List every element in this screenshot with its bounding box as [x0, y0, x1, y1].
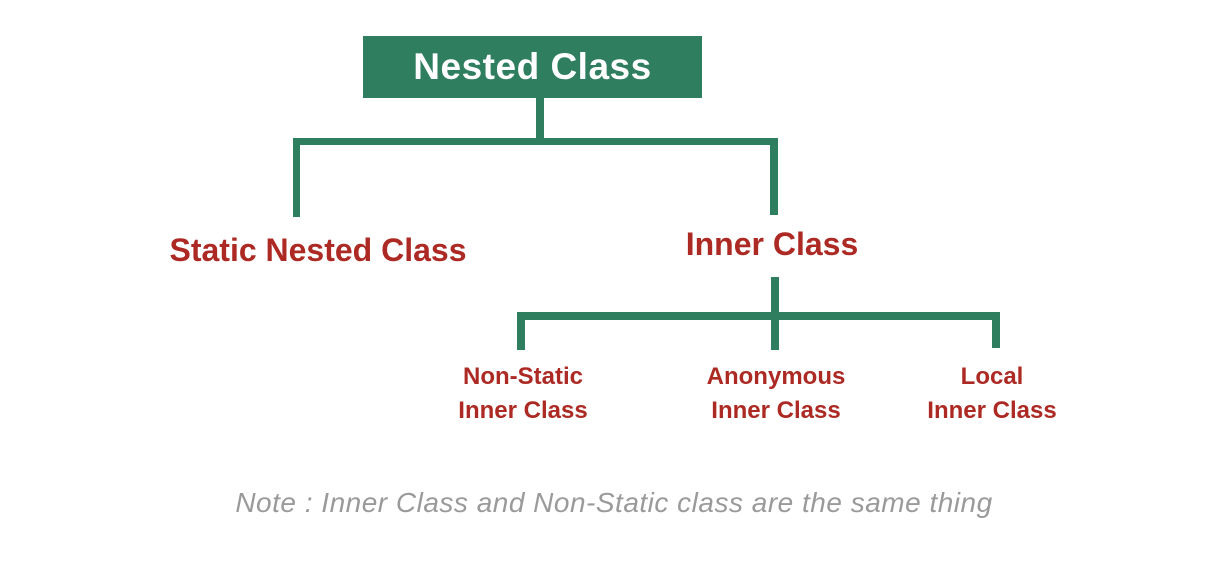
leaf-label-line2: Inner Class [458, 397, 588, 424]
connector-drop-non-static-inner [517, 312, 525, 350]
node-inner-class: Inner Class [685, 226, 859, 262]
node-static-nested-class: Static Nested Class [169, 232, 467, 268]
leaf-label-line1: Non-Static [463, 363, 583, 390]
leaf-label-line1: Local [960, 363, 1024, 390]
connector-level1-horizontal [293, 138, 778, 145]
connector-level2-horizontal [517, 312, 1000, 320]
connector-drop-inner-class [770, 138, 778, 215]
note-text: Note : Inner Class and Non-Static class … [235, 487, 993, 518]
leaf-label-line2: Inner Class [711, 397, 841, 424]
leaf-label-line1: Anonymous [706, 363, 846, 390]
node-non-static-inner-class: Non-Static Inner Class [433, 360, 613, 428]
connector-drop-static-nested [293, 138, 300, 217]
connector-root-stem [536, 98, 544, 145]
leaf-label-line2: Inner Class [927, 397, 1057, 424]
node-anonymous-inner-class: Anonymous Inner Class [686, 360, 866, 428]
connector-drop-local-inner [992, 312, 1000, 348]
root-node-nested-class: Nested Class [363, 36, 702, 98]
node-local-inner-class: Local Inner Class [902, 360, 1082, 428]
